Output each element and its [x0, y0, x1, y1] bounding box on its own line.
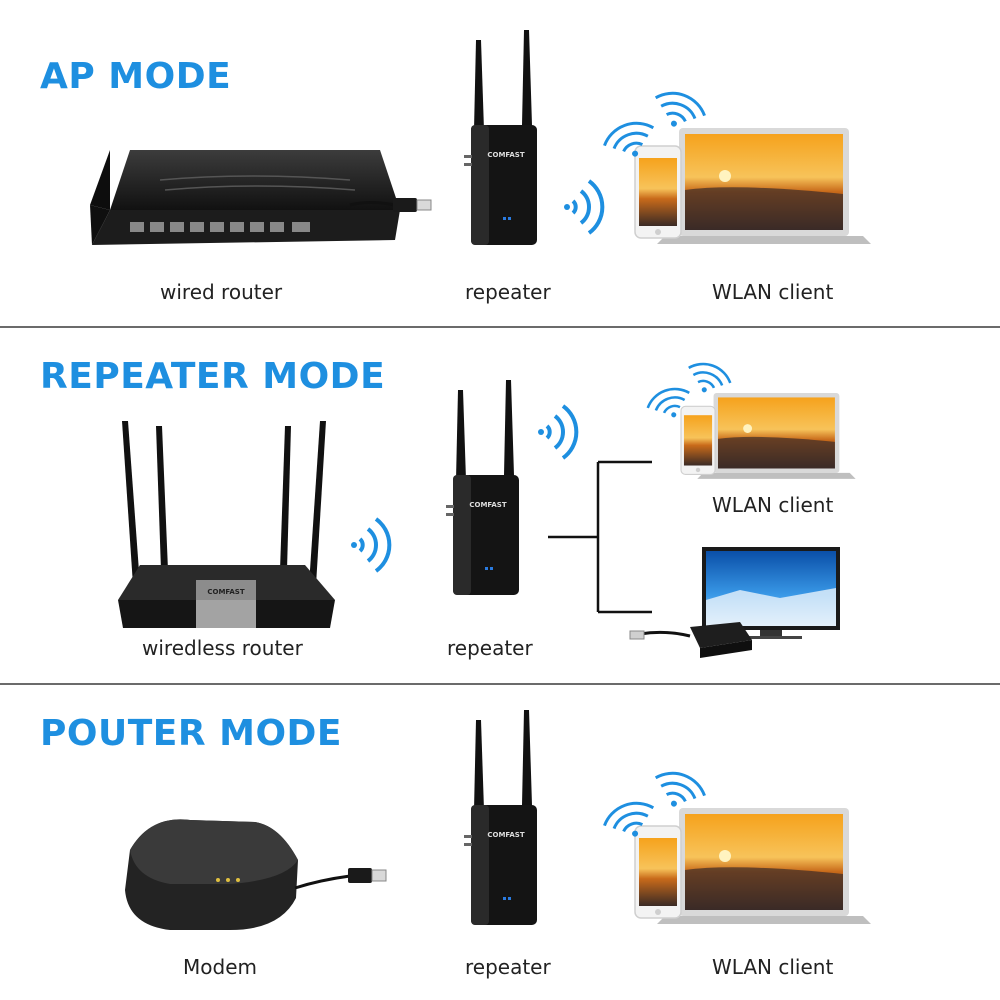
ap-mode-title: AP MODE: [40, 56, 232, 97]
repeater-icon-ap: [464, 30, 537, 245]
connector-lines: [548, 460, 652, 614]
wlan-client-label-pouter: WLAN client: [712, 955, 834, 979]
repeater-label-repeater: repeater: [447, 636, 533, 660]
ethernet-cable-icon: [349, 198, 432, 212]
set-top-box-icon: [629, 622, 752, 658]
wired-router-icon: [90, 150, 400, 245]
repeater-label-pouter: repeater: [465, 955, 551, 979]
svg-text:COMFAST: COMFAST: [207, 588, 244, 596]
wired-router-label: wired router: [160, 280, 283, 304]
pouter-mode-title: POUTER MODE: [40, 713, 343, 754]
wlan-client-label-ap: WLAN client: [712, 280, 834, 304]
wlan-client-label-repeater: WLAN client: [712, 493, 834, 517]
laptop-phone-icon-repeater: [680, 392, 857, 480]
laptop-phone-icon-pouter: [634, 807, 872, 925]
wireless-router-icon: COMFAST: [118, 421, 335, 628]
tv-icon: [702, 547, 840, 639]
wireless-router-label: wiredless router: [142, 636, 303, 660]
repeater-icon-pouter: [464, 710, 537, 925]
ethernet-cable-icon-modem: [294, 868, 387, 890]
laptop-phone-icon-ap: [634, 127, 872, 245]
section-divider-1: [0, 326, 1000, 328]
modem-label: Modem: [183, 955, 257, 979]
section-divider-2: [0, 683, 1000, 685]
repeater-label-ap: repeater: [465, 280, 551, 304]
wifi-waves-icon-router: [349, 517, 392, 573]
wifi-waves-icon-ap: [562, 179, 605, 235]
wifi-waves-icon-repeater: [536, 404, 579, 460]
modem-icon: [125, 819, 298, 930]
repeater-icon-repeater: [446, 380, 519, 595]
repeater-mode-title: REPEATER MODE: [40, 356, 386, 397]
